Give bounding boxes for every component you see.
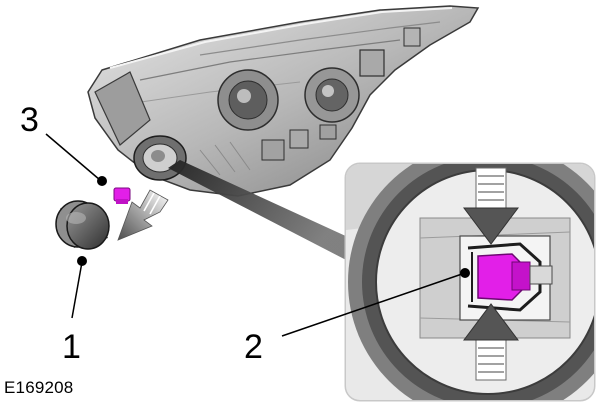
magnification-beam (168, 160, 350, 262)
callout-cap: 1 (62, 256, 87, 366)
callout-label-1: 1 (62, 328, 81, 366)
callout-clip: 3 (20, 101, 107, 186)
dust-cover-cap (55, 200, 110, 250)
retaining-clip (113, 187, 131, 204)
removal-direction-arrow-icon (117, 189, 169, 241)
squeeze-arrows-icon (463, 167, 519, 381)
callout-label-3: 3 (20, 101, 39, 139)
figure-reference-code: E169208 (4, 378, 74, 397)
bulb-holder (477, 253, 553, 301)
callout-label-2: 2 (244, 328, 263, 366)
inset-detail-view (344, 162, 596, 402)
headlamp-housing (87, 5, 480, 197)
callout-bulb: 2 (244, 268, 470, 366)
